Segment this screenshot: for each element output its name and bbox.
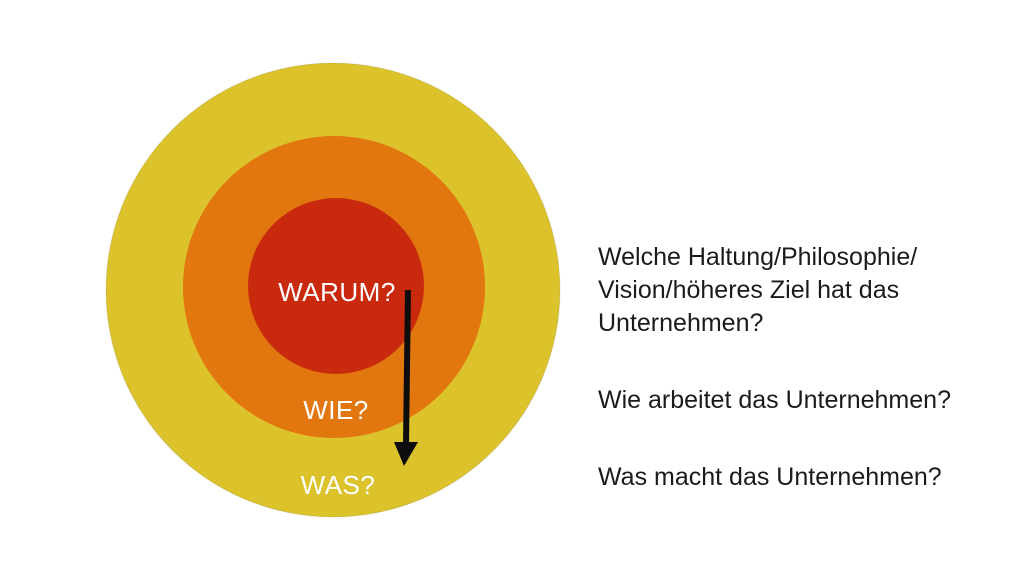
down-arrow-head: [394, 442, 418, 466]
ring-label-was: WAS?: [301, 470, 376, 500]
question-why-line3: Unternehmen?: [598, 309, 764, 337]
ring-label-wie: WIE?: [303, 395, 369, 425]
question-why-line2: Vision/höheres Ziel hat das: [598, 276, 900, 304]
inner-circle-warum: [248, 198, 424, 374]
down-arrow-shaft: [403, 289, 411, 446]
question-why-line1: Welche Haltung/Philosophie/: [598, 243, 918, 271]
question-what: Was macht das Unternehmen?: [598, 463, 942, 491]
question-how: Wie arbeitet das Unternehmen?: [598, 386, 951, 414]
question-why: Welche Haltung/Philosophie/ Vision/höher…: [598, 241, 917, 340]
ring-label-warum: WARUM?: [278, 277, 396, 307]
